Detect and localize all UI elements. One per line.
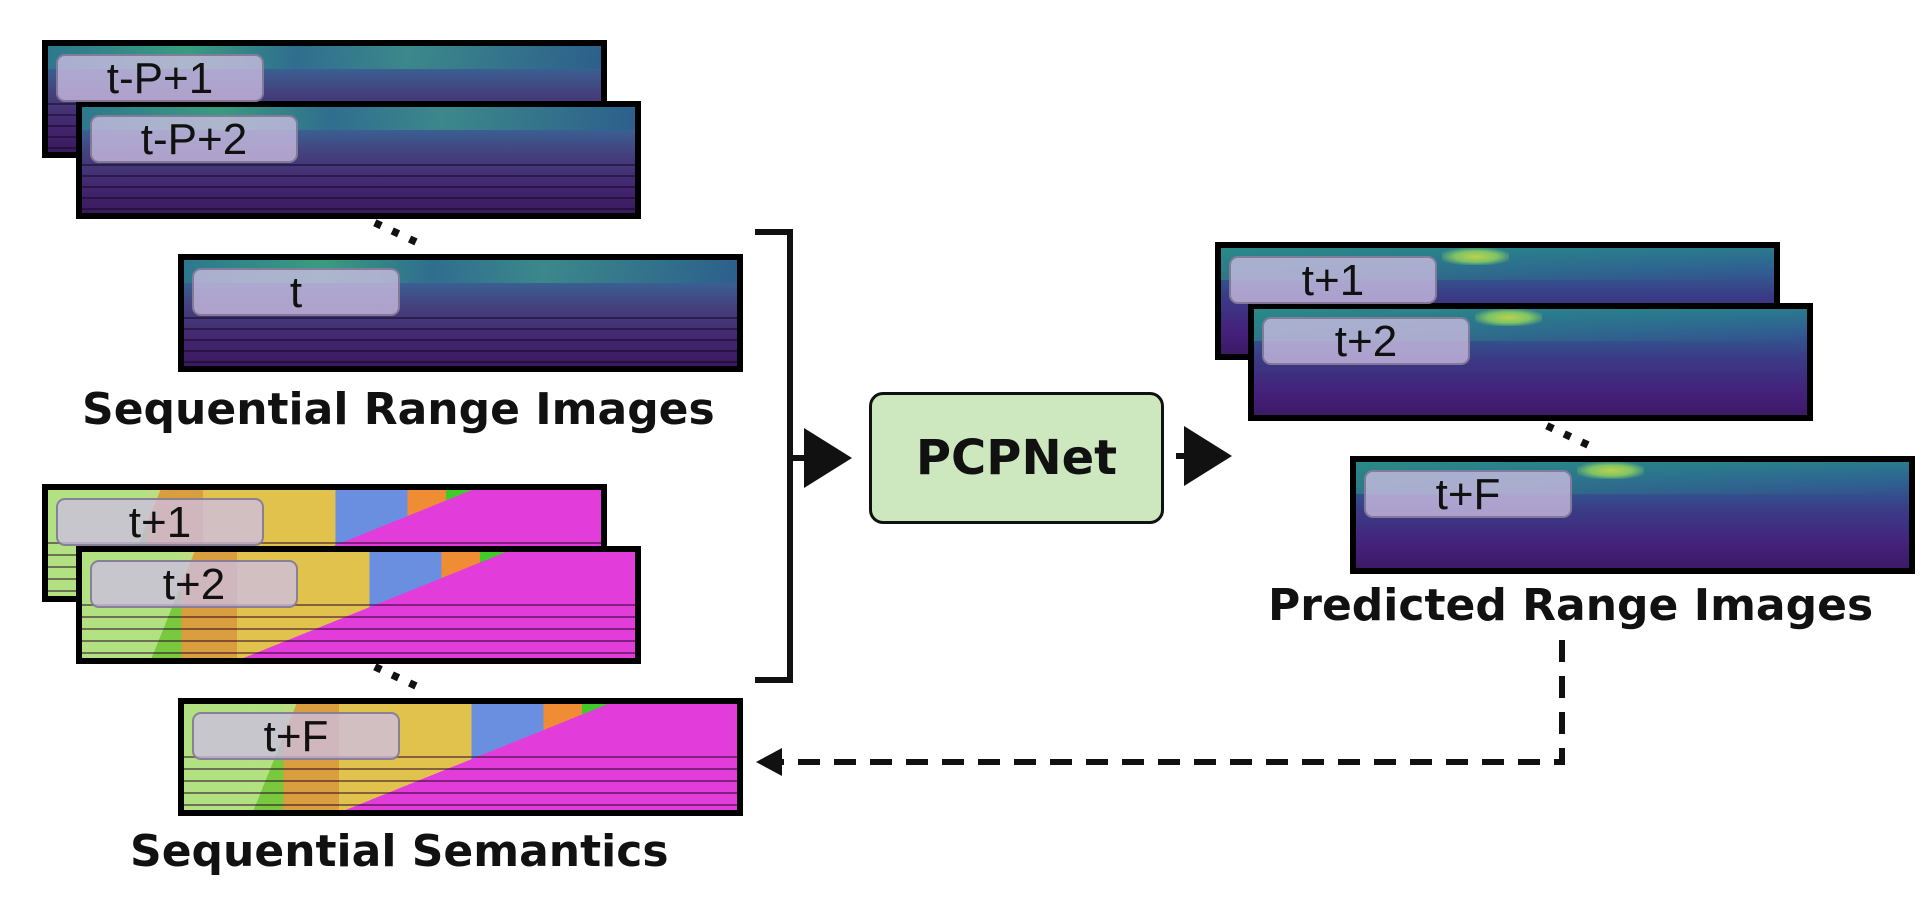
semantics-caption: Sequential Semantics: [130, 826, 669, 877]
predicted-frame-f: t+F: [1350, 456, 1915, 574]
range-images-caption: Sequential Range Images: [82, 384, 715, 435]
frame-label: t+2: [1262, 317, 1470, 365]
predicted-caption: Predicted Range Images: [1268, 580, 1874, 631]
pcpnet-model-box: PCPNet: [869, 392, 1164, 524]
feedback-dashed-path: [780, 640, 1565, 765]
semantic-frame-2: t+2: [76, 546, 641, 664]
semantic-frame-f: t+F: [178, 698, 743, 816]
frame-label: t: [192, 268, 400, 316]
model-label: PCPNet: [915, 430, 1118, 486]
frame-label: t+F: [1364, 470, 1572, 518]
frame-label: t-P+2: [90, 115, 298, 163]
frame-label: t+1: [56, 498, 264, 546]
merge-bracket: [755, 229, 793, 683]
frame-label: t+F: [192, 712, 400, 760]
frame-label: t-P+1: [56, 54, 264, 102]
feedback-arrowhead: [756, 748, 782, 776]
frame-label: t+1: [1229, 256, 1437, 304]
range-image-frame-1: t-P+1: [42, 40, 607, 158]
frame-label: t+2: [90, 560, 298, 608]
range-image-frame-t: t: [178, 254, 743, 372]
predicted-frame-2: t+2: [1248, 303, 1813, 421]
range-image-frame-2: t-P+2: [76, 101, 641, 219]
